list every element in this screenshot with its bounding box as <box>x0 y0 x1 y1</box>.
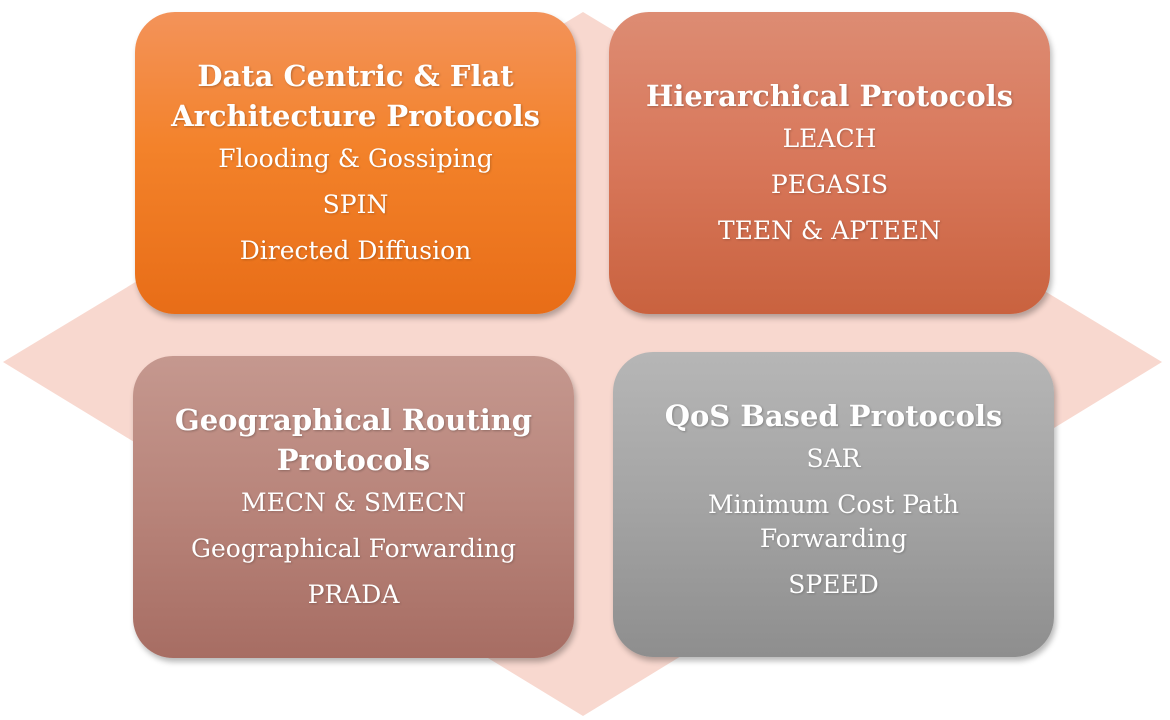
geographical-routing-protocols-box: Geographical Routing Protocols MECN & SM… <box>133 356 574 658</box>
box-title: QoS Based Protocols <box>664 399 1003 433</box>
protocol-item: PRADA <box>307 580 400 609</box>
hierarchical-protocols-box: Hierarchical Protocols LEACH PEGASIS TEE… <box>609 12 1050 314</box>
protocol-item: TEEN & APTEEN <box>717 216 942 245</box>
protocol-item: Geographical Forwarding <box>191 534 516 563</box>
protocol-item: MECN & SMECN <box>241 488 466 517</box>
box-title: Hierarchical Protocols <box>645 79 1014 113</box>
protocol-item: SAR <box>806 444 861 473</box>
protocol-item: Flooding & Gossiping <box>218 144 493 173</box>
box-title: Geographical Routing Protocols <box>174 403 533 477</box>
protocol-item: Minimum Cost Path Forwarding <box>708 490 959 553</box>
box-title: Data Centric & Flat Architecture Protoco… <box>171 59 540 133</box>
data-centric-flat-protocols-box: Data Centric & Flat Architecture Protoco… <box>135 12 576 314</box>
protocol-item: LEACH <box>782 124 877 153</box>
protocol-item: PEGASIS <box>770 170 889 199</box>
protocol-item: SPEED <box>788 570 879 599</box>
protocol-item: SPIN <box>322 190 389 219</box>
qos-based-protocols-box: QoS Based Protocols SAR Minimum Cost Pat… <box>613 352 1054 657</box>
protocol-item: Directed Diffusion <box>239 236 472 265</box>
